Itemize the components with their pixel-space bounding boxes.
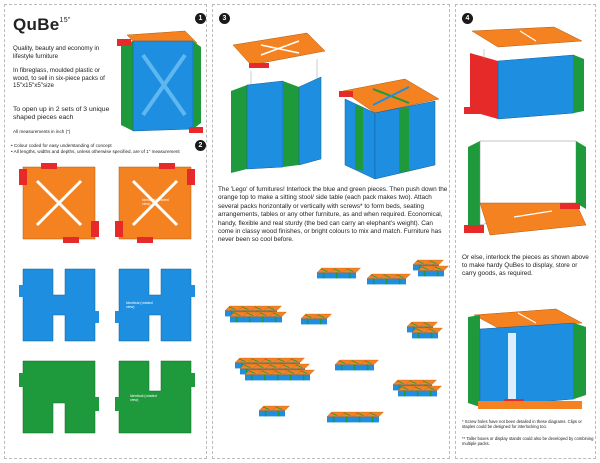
- stool-module-4: [379, 273, 398, 285]
- step-number-4: 4: [462, 13, 473, 24]
- step-number-3: 3: [219, 13, 230, 24]
- assembled-cube-illustration: [117, 30, 203, 133]
- stool-module-35: [257, 369, 276, 381]
- step-number-2: 2: [195, 140, 206, 151]
- stool-module-18: [300, 313, 319, 325]
- note-measurements: • All lengths, widths and depths, unless…: [11, 149, 180, 154]
- stool-module-46: [410, 385, 429, 397]
- stool-module-49: [271, 405, 290, 417]
- green-piece-1: [19, 360, 99, 434]
- stool-module-40: [347, 359, 366, 371]
- stool-module-51: [339, 411, 358, 423]
- open-box-lower-illustration: [464, 140, 587, 236]
- cube-cross-line-2: [141, 53, 187, 117]
- brand-size-mark: 15": [59, 17, 71, 24]
- stool-module-19: [313, 313, 332, 325]
- green-piece-2: [115, 360, 195, 434]
- stool-module-2: [342, 267, 361, 279]
- section4-footnote-taller: ** Taller boxes or display stands could …: [462, 436, 594, 447]
- brand-name: QuBe: [13, 15, 60, 34]
- orange-piece-1: [19, 163, 99, 243]
- cube-red-tab-right: [189, 127, 203, 133]
- blue-piece-1: [19, 268, 99, 342]
- cube-right-side: [193, 41, 201, 129]
- stool-module-37: [283, 369, 302, 381]
- intro-tagline: Quality, beauty and economy in lifestyle…: [13, 45, 100, 60]
- note-colour-coding: • Colour coded for easy understanding of…: [11, 143, 112, 148]
- open-box-upper-illustration: [464, 26, 584, 120]
- stool-module-14: [229, 311, 248, 323]
- identical-label-orange: Identical (rotated view): [142, 198, 169, 207]
- identical-label-green: Identical (rotated view): [130, 394, 157, 403]
- cube-red-tab-left: [117, 39, 131, 46]
- stool-module-5: [392, 273, 411, 285]
- stool-module-34: [244, 369, 263, 381]
- orange-piece-2: [115, 163, 195, 243]
- stool-module-1: [329, 267, 348, 279]
- stool-module-8: [417, 265, 436, 277]
- stool-module-48: [258, 405, 277, 417]
- modular-arrangements-illustration: [224, 259, 449, 423]
- stool-module-41: [360, 359, 379, 371]
- intro-open-up: To open up in 2 sets of 3 unique shaped …: [13, 106, 110, 122]
- section3-description: The 'Lego' of furnitures! Interlock the …: [218, 186, 448, 244]
- stool-module-50: [326, 411, 345, 423]
- stool-module-47: [423, 385, 442, 397]
- identical-label-blue: Identical (rotated view): [126, 301, 153, 310]
- stool-module-15: [242, 311, 261, 323]
- cube-left-side: [121, 41, 133, 131]
- panel-assembly: 3 The 'Lego' of furnitures! Interlock th…: [212, 4, 450, 459]
- stool-module-0: [316, 267, 335, 279]
- stool-module-3: [366, 273, 385, 285]
- brand-title: QuBe15": [13, 15, 71, 35]
- panel-intro: 1 QuBe15" Quality, beauty and economy in…: [4, 4, 207, 459]
- stool-module-53: [365, 411, 384, 423]
- stool-module-17: [268, 311, 287, 323]
- panel-storage: 4 Or else, interlock the pieces as shown…: [455, 4, 596, 459]
- assembled-stool-illustration: [339, 78, 440, 180]
- stool-module-22: [411, 327, 430, 339]
- step-number-1: 1: [195, 13, 206, 24]
- intro-materials: In fibreglass, moulded plastic or wood, …: [13, 67, 105, 89]
- closed-box-illustration: [468, 308, 586, 409]
- stool-module-39: [334, 359, 353, 371]
- stool-module-9: [430, 265, 449, 277]
- section4-description: Or else, interlock the pieces as shown a…: [462, 254, 589, 278]
- section4-footnote-screws: * Screw holes have not been detailed in …: [462, 419, 582, 430]
- stool-module-16: [255, 311, 274, 323]
- blue-piece-2: [115, 268, 195, 342]
- stool-module-38: [296, 369, 315, 381]
- exploded-stool-illustration: [231, 32, 326, 173]
- intro-measure-note: All measurements in inch ("): [13, 129, 71, 134]
- stool-module-52: [352, 411, 371, 423]
- stool-module-23: [424, 327, 443, 339]
